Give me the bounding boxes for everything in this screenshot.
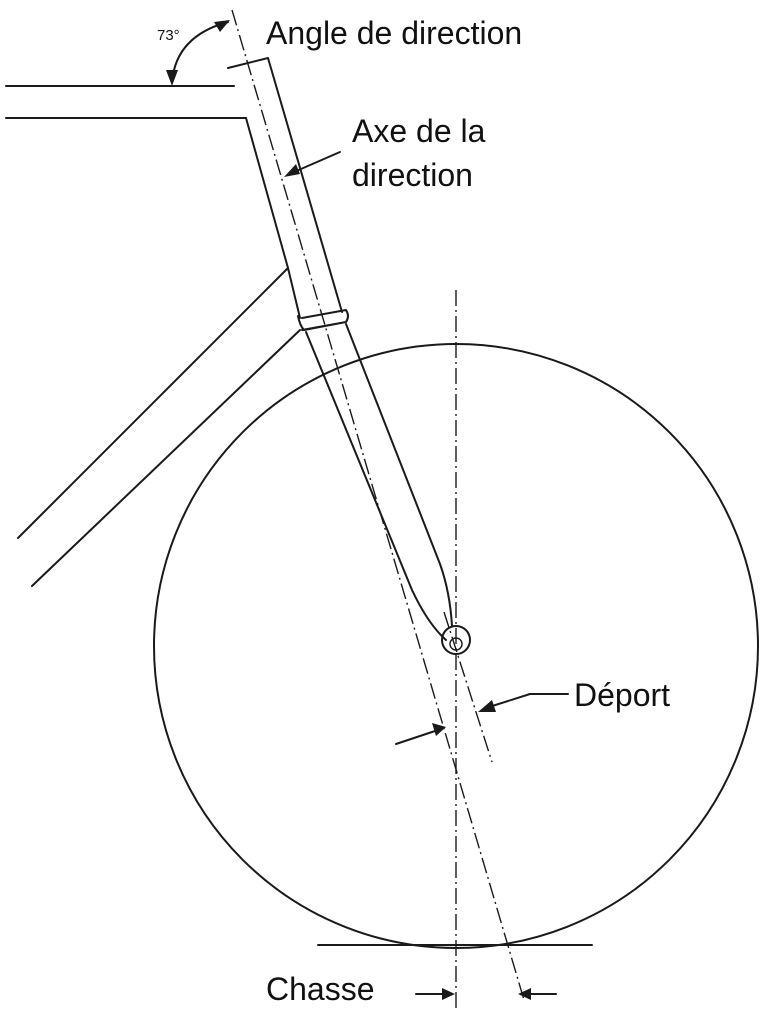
headset-ring — [297, 309, 349, 331]
trail-label: Chasse — [266, 971, 375, 1007]
offset-arrowhead-right — [478, 700, 496, 712]
offset-arrow-left — [395, 729, 439, 745]
steering-axis-leader — [293, 151, 341, 173]
steering-axis-line — [231, 9, 525, 1001]
steering-angle-label: Angle de direction — [266, 15, 522, 51]
fork-blade — [305, 323, 453, 641]
top-tube — [5, 85, 247, 119]
angle-arrowhead-top — [214, 20, 230, 32]
angle-value-label: 73° — [157, 27, 180, 44]
steering-axis-label-line1: Axe de la — [352, 113, 486, 149]
angle-arrowhead-bottom — [166, 70, 178, 86]
down-tube — [17, 267, 301, 587]
offset-parallel-line — [443, 611, 493, 763]
offset-label: Déport — [574, 677, 670, 713]
steering-axis-label-line2: direction — [352, 157, 473, 193]
trail-arrowhead-left — [442, 988, 455, 1000]
steering-axis-arrowhead — [284, 164, 300, 177]
trail-arrowhead-right — [518, 988, 531, 1000]
offset-arrowhead-left — [432, 723, 446, 736]
